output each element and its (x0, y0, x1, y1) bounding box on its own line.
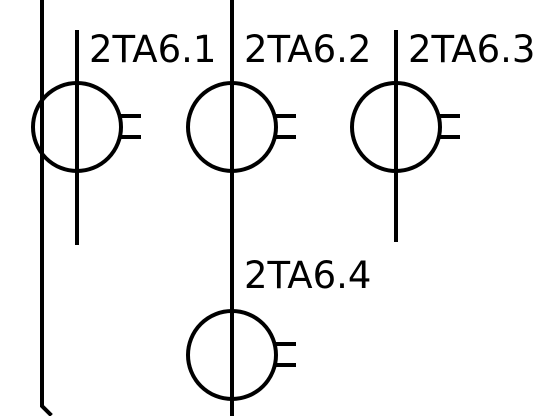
terminal-icon (121, 114, 141, 139)
wiring (40, 0, 398, 416)
transformer-2ta6-2[interactable]: 2TA6.2 (186, 28, 371, 173)
left-conductor (40, 0, 53, 416)
transformer-label: 2TA6.1 (89, 28, 216, 71)
transformer-label: 2TA6.2 (244, 28, 371, 71)
transformer-coil (186, 309, 278, 401)
transformer-2ta6-1[interactable]: 2TA6.1 (31, 28, 216, 173)
transformer-coil (186, 81, 278, 173)
terminal-icon (276, 342, 296, 367)
transformer-coil (350, 81, 442, 173)
transformer-2ta6-4[interactable]: 2TA6.4 (186, 254, 371, 401)
terminal-icon (276, 114, 296, 139)
terminal-icon (440, 114, 460, 139)
transformer-coil (31, 81, 123, 173)
transformer-label: 2TA6.3 (408, 28, 535, 71)
transformer-label: 2TA6.4 (244, 254, 371, 297)
transformer-2ta6-3[interactable]: 2TA6.3 (350, 28, 535, 173)
